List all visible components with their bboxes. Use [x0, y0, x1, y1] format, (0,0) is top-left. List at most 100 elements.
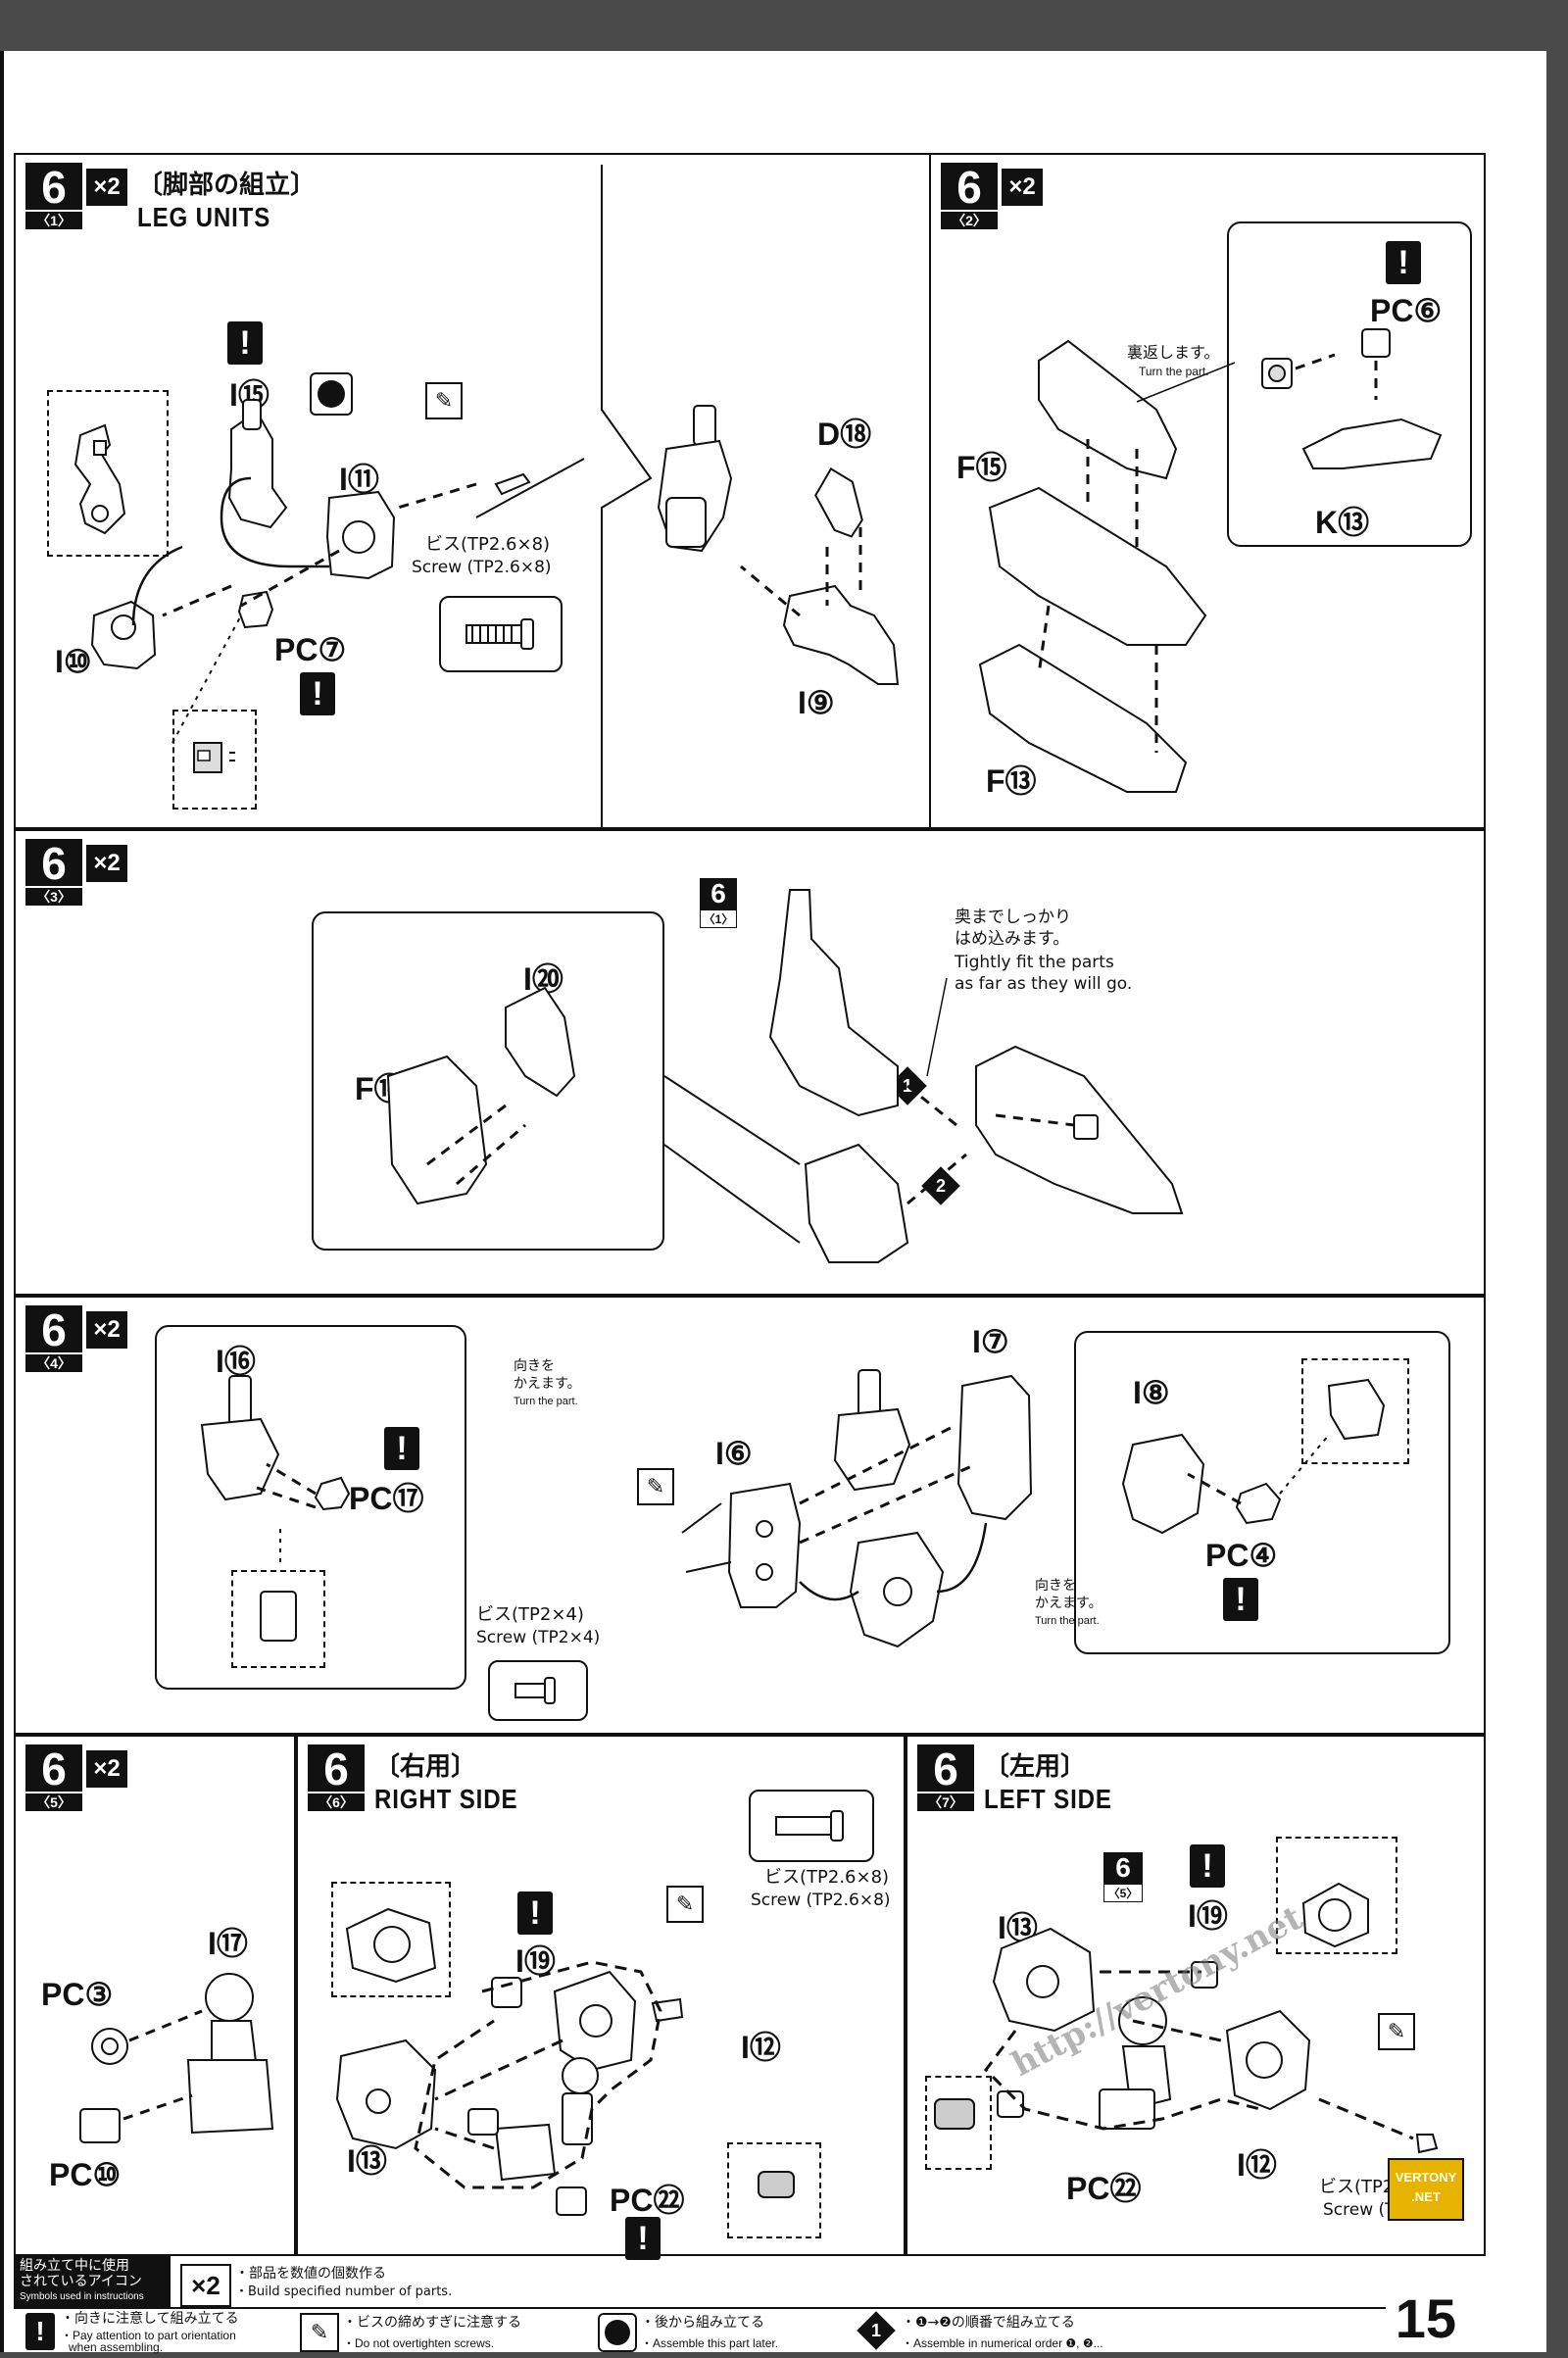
orientation-warning-icon: ! — [1190, 1844, 1225, 1888]
detail-callout — [727, 2142, 821, 2238]
legend-order-jp: ・❶→❷の順番で組み立てる — [902, 2315, 1075, 2331]
legend-title-box: 組み立て中に使用 されているアイコン Symbols used in instr… — [14, 2256, 171, 2307]
screw-label-jp: ビス(TP2.6×8) — [425, 534, 551, 555]
part-label: I⑪ — [339, 462, 379, 497]
step-number: 6 — [25, 1744, 82, 1793]
screw-caution-icon: ✎ — [425, 382, 463, 419]
legend-warn-en-1: ・Pay attention to part orientation — [61, 2329, 236, 2342]
screw-label-en: Screw (TP2.6×8) — [412, 558, 552, 577]
detail-callout — [155, 1325, 466, 1690]
part-label: PC㉒ — [610, 2183, 685, 2218]
part-label: PC⑰ — [349, 1481, 424, 1516]
orientation-warning-icon: ! — [227, 321, 263, 365]
turn-note-jp-1: 向きを — [514, 1358, 555, 1374]
step-substep: 〈7〉 — [917, 1793, 974, 1811]
fit-note-en-2: as far as they will go. — [955, 974, 1133, 994]
part-label: I⑫ — [741, 2030, 781, 2065]
ankle-assembly-drawing — [79, 1973, 274, 2143]
step-substep: 〈5〉 — [25, 1793, 82, 1811]
step-substep: 〈4〉 — [25, 1354, 82, 1372]
divider-line — [601, 165, 653, 831]
quantity-badge: ×2 — [86, 1750, 127, 1788]
screw-caution-icon: ✎ — [1378, 2013, 1415, 2050]
part-label: I⑦ — [972, 1324, 1009, 1359]
detail-callout — [231, 1570, 325, 1668]
detail-callout — [47, 390, 169, 557]
screw-label-jp: ビス(TP2×4) — [476, 1604, 584, 1625]
screw-label-en: Screw (TP2.6×8) — [751, 1891, 891, 1910]
step-title-jp: 〔脚部の組立〕 — [137, 171, 317, 200]
orientation-warning-icon: ! — [517, 1891, 553, 1935]
screw-illustration — [749, 1790, 874, 1862]
legend-title-jp-2: されているアイコン — [20, 2274, 142, 2289]
part-label: F⑮ — [956, 450, 1007, 485]
reference-step-badge: 6 〈1〉 — [700, 878, 737, 929]
part-label: PC⑩ — [49, 2157, 122, 2192]
part-label: I⑧ — [1133, 1375, 1170, 1410]
reference-step-sub: 〈5〉 — [1103, 1884, 1143, 1902]
orientation-warning-icon: ! — [300, 672, 335, 715]
step-title-jp: 〔左用〕 — [984, 1752, 1087, 1782]
part-label: PC⑥ — [1370, 293, 1443, 328]
turn-note-jp-2: かえます。 — [1035, 1596, 1102, 1611]
part-label: I⑲ — [1188, 1898, 1228, 1934]
step-substep: 〈6〉 — [308, 1793, 365, 1811]
fit-note-jp-1: 奥までしっかり — [955, 908, 1071, 927]
quantity-badge: ×2 — [86, 1311, 127, 1349]
legend-x2-jp: ・部品を数値の個数作る — [235, 2266, 386, 2282]
thigh-assembly-drawing — [200, 1369, 1386, 1648]
step-6-3-panel: 6 〈3〉 ×2 I⑳ F⑭ 6 〈1〉 奥までしっかり はめ込みます。 Tig… — [14, 829, 1486, 1296]
legend-title-en: Symbols used in instructions — [20, 2291, 144, 2302]
turn-note-en: Turn the part. — [1035, 1615, 1100, 1627]
legend-screw-en: ・Do not overtighten screws. — [343, 2336, 495, 2350]
part-label: F⑬ — [986, 763, 1037, 799]
legend-later-en: ・Assemble this part later. — [641, 2336, 779, 2350]
detail-callout — [1276, 1837, 1397, 1954]
step-substep: 〈2〉 — [941, 212, 998, 229]
legend-order-en: ・Assemble in numerical order ❶, ❷... — [902, 2336, 1103, 2350]
legend-row-2: ! ・向きに注意して組み立てる ・Pay attention to part o… — [14, 2307, 1386, 2354]
quantity-badge: ×2 — [86, 845, 127, 882]
left-foot-drawing — [934, 1882, 1439, 2154]
orientation-warning-icon: ! — [625, 2217, 661, 2260]
right-foot-drawing — [335, 1907, 795, 2216]
part-label: I⑰ — [208, 1926, 248, 1961]
screw-illustration — [439, 596, 563, 672]
part-label: I⑨ — [798, 685, 835, 720]
knee-assembly-drawing — [386, 889, 1184, 1263]
legend-order-icon: 1 — [857, 2311, 896, 2350]
part-label: D⑱ — [817, 417, 872, 452]
turn-note-jp-1: 向きを — [1035, 1578, 1076, 1594]
legend-x2-en: ・Build specified number of parts. — [235, 2284, 453, 2299]
detail-callout — [172, 710, 257, 810]
part-label: PC④ — [1205, 1538, 1278, 1573]
site-badge: VERTONY .NET — [1388, 2158, 1464, 2221]
screw-caution-icon: ✎ — [666, 1886, 704, 1923]
turn-note-en: Turn the part. — [514, 1396, 578, 1407]
screw-illustration — [488, 1660, 588, 1721]
part-label: K⑬ — [1315, 505, 1370, 540]
step-number: 6 — [25, 839, 82, 888]
detail-callout — [1301, 1358, 1409, 1464]
detail-callout — [312, 911, 664, 1251]
site-badge-line2: .NET — [1411, 2189, 1441, 2204]
site-badge-line1: VERTONY — [1395, 2170, 1457, 2185]
step-6-6-panel: 6 〈6〉 〔右用〕 RIGHT SIDE ビス(TP2.6×8) Screw … — [296, 1735, 906, 2260]
legend-warning-icon: ! — [25, 2313, 55, 2350]
step-substep: 〈1〉 — [25, 212, 82, 229]
part-label: I⑬ — [347, 2143, 387, 2179]
step-number: 6 — [308, 1744, 365, 1793]
legend-later-icon — [598, 2313, 637, 2352]
legend-screw-icon: ✎ — [300, 2313, 339, 2352]
part-label: PC③ — [41, 1977, 114, 2012]
screw-caution-icon: ✎ — [637, 1468, 674, 1505]
legend-warn-jp: ・向きに注意して組み立てる — [61, 2311, 239, 2327]
polycap-detail-drawing — [193, 742, 235, 773]
step-substep: 〈3〉 — [25, 888, 82, 906]
part-label: PC⑦ — [274, 632, 347, 667]
fit-note-jp-2: はめ込みます。 — [955, 929, 1070, 949]
shin-armor-drawing — [978, 328, 1443, 793]
quantity-badge: ×2 — [86, 169, 127, 206]
detail-callout — [331, 1882, 451, 1997]
part-label: I⑥ — [715, 1436, 753, 1471]
